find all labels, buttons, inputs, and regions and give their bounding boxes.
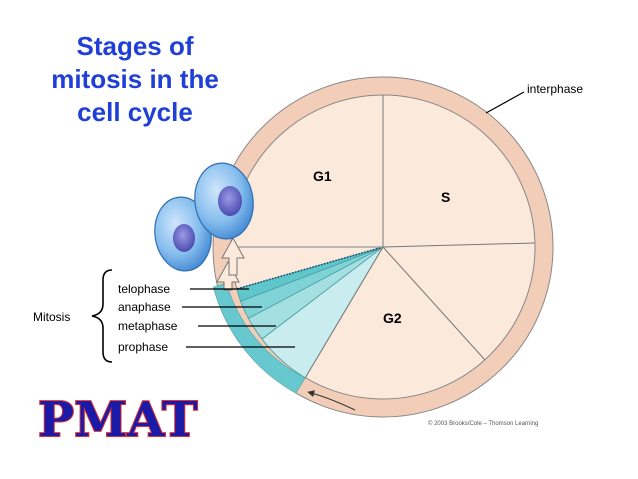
interphase-leader	[485, 91, 525, 114]
label-g2: G2	[383, 310, 402, 326]
nucleus-right	[218, 186, 242, 216]
daughter-cell-right	[194, 162, 254, 240]
label-interphase: interphase	[527, 82, 583, 96]
nucleus-left	[173, 224, 195, 252]
cycle-direction-arrow	[307, 390, 356, 411]
mitosis-brace	[91, 269, 113, 363]
copyright-credit: © 2003 Brooks/Cole – Thomson Learning	[428, 420, 538, 427]
s-g2-divider	[382, 246, 486, 361]
title-line-1: Stages of	[76, 31, 194, 61]
label-s: S	[441, 189, 450, 205]
daughter-cell-left	[154, 196, 212, 272]
pmat-logo: PMAT	[38, 392, 198, 448]
label-anaphase: anaphase	[118, 300, 171, 314]
label-prophase: prophase	[118, 340, 168, 354]
label-metaphase: metaphase	[118, 319, 178, 333]
diagram-title: Stages of mitosis in the cell cycle	[30, 30, 240, 129]
daughter-cell-arrow-2	[221, 236, 245, 276]
title-line-2: mitosis in the	[51, 64, 219, 94]
label-g1: G1	[313, 168, 332, 184]
label-mitosis: Mitosis	[33, 310, 70, 324]
g2-mitosis-divider	[304, 246, 384, 379]
g1-s-divider	[382, 242, 536, 248]
title-line-3: cell cycle	[77, 97, 193, 127]
mitosis-start-dotted-line	[236, 246, 384, 290]
label-telophase: telophase	[118, 282, 170, 296]
mitosis-ring-band	[212, 282, 306, 394]
